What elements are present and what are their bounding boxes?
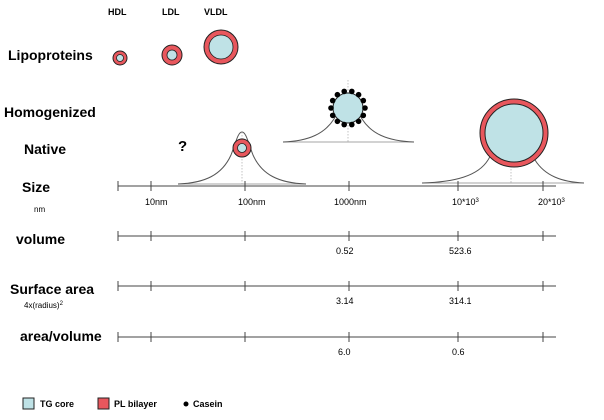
- question-mark: ?: [178, 138, 187, 155]
- legend: TG core PL bilayer Casein: [22, 397, 223, 410]
- ldl-label: LDL: [162, 7, 180, 17]
- legend-casein: Casein: [183, 399, 223, 409]
- homogenized-label: Homogenized: [4, 104, 96, 120]
- native-droplet-distribution: [421, 98, 585, 184]
- casein-dot: [341, 121, 348, 128]
- surface-area-label: Surface area: [10, 281, 94, 297]
- casein-coated-droplet: [328, 88, 368, 128]
- vldl-label: VLDL: [204, 7, 228, 17]
- tick-1000nm: 1000nm: [334, 197, 367, 207]
- ldl-particle: [161, 44, 183, 66]
- legend-tg-core-label: TG core: [40, 399, 74, 409]
- surface-area-value-1000nm: 3.14: [336, 296, 354, 306]
- size-label: Size: [22, 179, 50, 195]
- volume-value-1000nm: 0.52: [336, 246, 354, 256]
- surface-area-value-10k: 314.1: [449, 296, 472, 306]
- casein-dot: [329, 112, 336, 119]
- casein-dot: [349, 88, 355, 95]
- hdl-label: HDL: [108, 7, 127, 17]
- casein-dot: [328, 105, 334, 111]
- tick-20k: 20*103: [538, 197, 566, 207]
- area-volume-value-1000nm: 6.0: [338, 347, 351, 357]
- lipoproteins-label: Lipoproteins: [8, 47, 93, 63]
- legend-pl-bilayer-label: PL bilayer: [114, 399, 157, 409]
- casein-dot-swatch: [183, 401, 189, 407]
- volume-label: volume: [16, 231, 65, 247]
- casein-dot: [362, 105, 368, 111]
- tick-10nm: 10nm: [145, 197, 168, 207]
- homogenized-distribution: [282, 80, 415, 143]
- tick-10k: 10*103: [452, 197, 480, 207]
- casein-dot: [355, 118, 362, 125]
- surface-area-axis: 3.14 314.1: [117, 281, 556, 306]
- native-ldl-particle: [232, 138, 252, 158]
- area-volume-value-10k: 0.6: [452, 347, 465, 357]
- casein-dot: [334, 118, 341, 125]
- casein-dot: [360, 112, 367, 119]
- volume-value-10k: 523.6: [449, 246, 472, 256]
- casein-dot: [334, 91, 341, 98]
- tg-core-swatch: [22, 397, 35, 410]
- vldl-particle: [203, 29, 239, 65]
- hdl-particle: [112, 50, 128, 66]
- size-axis: 10nm 100nm 1000nm 10*103 20*103: [117, 181, 566, 207]
- surface-area-formula: 4x(radius)2: [24, 301, 64, 310]
- casein-dot: [355, 91, 362, 98]
- volume-axis: 0.52 523.6: [117, 231, 556, 256]
- casein-dot: [349, 121, 355, 128]
- casein-dot: [360, 97, 367, 104]
- casein-dot: [329, 97, 336, 104]
- casein-dot: [341, 88, 348, 95]
- native-large-droplet: [479, 98, 549, 168]
- area-volume-label: area/volume: [20, 328, 102, 344]
- native-label: Native: [24, 141, 66, 157]
- legend-casein-label: Casein: [193, 399, 223, 409]
- area-volume-axis: 6.0 0.6: [117, 332, 556, 357]
- legend-pl-bilayer: PL bilayer: [97, 397, 157, 410]
- legend-tg-core: TG core: [22, 397, 74, 410]
- native-ldl-distribution: [177, 131, 307, 185]
- tick-100nm: 100nm: [238, 197, 266, 207]
- size-unit: nm: [34, 205, 45, 214]
- pl-bilayer-swatch: [97, 397, 110, 410]
